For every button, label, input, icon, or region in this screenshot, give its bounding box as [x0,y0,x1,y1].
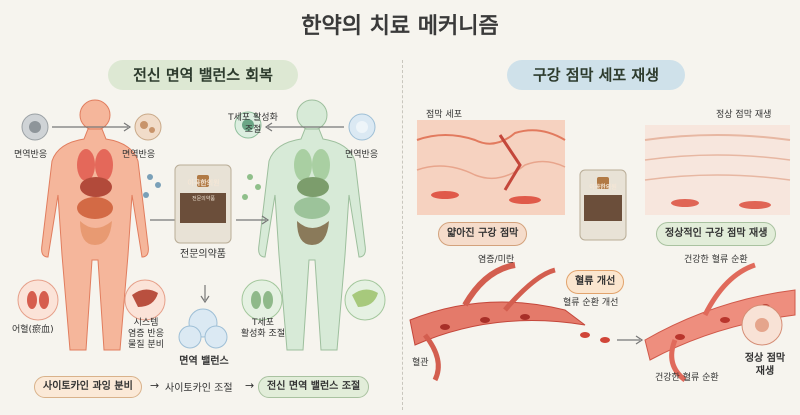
blood-vessel-icon [409,262,586,382]
green-body-organs [294,149,330,245]
herbal-pouch-icon [174,164,232,244]
left-illustration [17,99,386,351]
immune-balance-cells [178,308,228,349]
immune-label-3: 면역반응 [345,150,379,160]
healthy-flow-bottom-label: 건강한 혈류 순환 [655,373,719,383]
cytokine-excess-pill: 사이토카인 과잉 분비 [34,376,142,398]
immune-cell-icon [21,113,49,141]
immune-label-1: 면역반응 [14,150,48,160]
kidney-icon [17,279,59,321]
flow-arrow-2: → [245,379,255,392]
regenerated-cell-icon [741,304,783,346]
page-title: 한약의 치료 메커니즘 [301,14,499,39]
pouch-brand: 이곡한의원 [187,179,220,187]
immune-cell-icon [348,113,376,141]
red-body-organs [77,149,113,245]
systemic-balance-pill: 전신 면역 밸런스 조절 [258,376,370,398]
damaged-mucosa-tissue [416,120,566,215]
liver-icon [124,279,166,321]
blood-stasis-label: 어혈(瘀血) [12,325,54,335]
vessel-arrow [617,335,644,345]
immune-label-2: 면역반응 [122,150,156,160]
thin-mucosa-pill: 얇아진 구강 점막 [438,222,528,246]
inflammation-label: 염증/미란 [478,255,515,265]
section-divider [402,60,403,410]
pouch-brand-right: 이곡한의원 [589,184,617,191]
normal-mucosa-regen-label: 정상 점막 재생 [716,110,772,120]
vessel-label: 혈관 [412,358,429,368]
pouch-sub: 전문의약품 [191,196,215,202]
red-blood-cells [580,332,610,343]
normal-mucosa-pill: 정상적인 구강 점막 재생 [656,222,777,246]
herbal-pouch-icon [579,169,627,241]
flow-arrow-1: → [150,379,160,392]
t-cell-label-bottom: T세포 활성화 조절 [240,318,286,339]
healthy-flow-top-label: 건강한 혈류 순환 [684,255,748,265]
cytokine-control-label: 사이토카인 조절 [165,383,233,394]
system-inflammation-label: 시스템 염증 반응 물질 분비 [128,318,164,350]
product-label: 전문의약품 [180,249,226,260]
kidney-icon [241,279,283,321]
left-section-header: 전신 면역 밸런스 회복 [108,60,298,90]
cytokine-icon [242,174,261,200]
liver-icon [344,279,386,321]
blood-improve-pill: 혈류 개선 [566,270,625,294]
immune-cell-icon [234,111,262,139]
blood-improve-sub-label: 혈류 순환 개선 [563,298,619,308]
immune-balance-label: 면역 밸런스 [179,356,229,367]
normal-regen-bottom-label: 정상 점막 재생 [744,353,786,377]
t-cell-label-top: T세포 활성화 조절 [228,113,278,135]
right-section-header: 구강 점막 세포 재생 [507,60,685,90]
immune-cell-icon [134,113,162,141]
healthy-mucosa-tissue [644,125,791,215]
mucosa-cell-label: 점막 세포 [426,110,462,120]
cytokine-icon [143,174,161,198]
right-illustration [409,120,796,382]
